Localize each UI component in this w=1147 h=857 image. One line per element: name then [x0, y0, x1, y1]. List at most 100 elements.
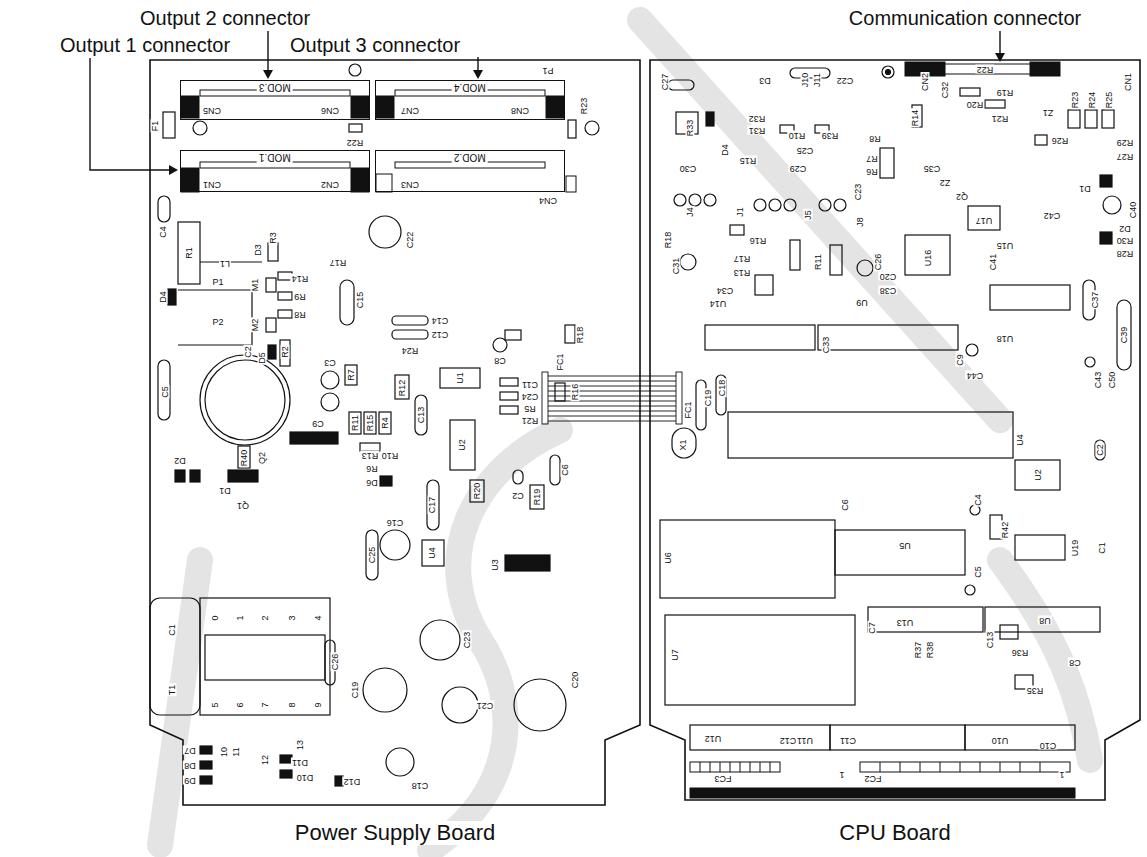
component-designator: C17	[428, 496, 437, 515]
power-component-part	[163, 112, 175, 138]
power-component-part	[392, 316, 428, 325]
mounting-hole-part	[882, 66, 894, 78]
component-designator: C14	[431, 316, 450, 325]
component-designator: CN5	[202, 106, 222, 115]
power-component-part	[200, 598, 330, 715]
component-designator: R15	[366, 414, 375, 433]
component-designator: R36	[1011, 648, 1030, 657]
component-designator: D1	[218, 486, 232, 495]
component-designator: R11	[351, 414, 360, 432]
cpu-component-part	[672, 428, 696, 458]
component-designator: R18	[576, 326, 585, 345]
component-designator: 1	[838, 770, 845, 779]
power-component-part	[278, 310, 292, 318]
watermark-part	[430, 430, 560, 850]
component-designator: U4	[1016, 433, 1025, 447]
board-title: Power Supply Board	[293, 821, 498, 845]
component-designator: C26	[331, 653, 340, 672]
callout-arrow-part	[477, 57, 478, 71]
component-designator: C24	[521, 392, 540, 401]
component-designator: C2	[511, 491, 525, 500]
component-designator: R23	[580, 97, 589, 116]
component-designator: R42	[1001, 521, 1010, 540]
cpu-component-part	[1100, 232, 1112, 244]
power-component-part	[150, 598, 200, 715]
cpu-component-part	[960, 88, 980, 96]
component-designator: D2	[173, 456, 187, 465]
cpu-component-part	[1015, 460, 1060, 490]
component-designator: CN8	[510, 106, 530, 115]
component-designator: FC1	[684, 400, 693, 419]
component-designator: D7	[183, 746, 197, 755]
component-designator: 9	[314, 701, 323, 708]
component-designator: U13	[896, 618, 915, 627]
power-component-part	[568, 120, 576, 138]
power-component-part	[500, 392, 518, 400]
callout-arrow-part	[90, 58, 170, 170]
component-designator: J8	[856, 216, 865, 228]
ribbon-cable	[542, 372, 682, 424]
connector-pin-block-part	[945, 64, 1030, 74]
cpu-component-part	[1015, 535, 1065, 560]
component-designator: C33	[822, 336, 831, 355]
component-designator: 8	[288, 701, 297, 708]
component-designator: R3	[269, 231, 278, 245]
power-component-part	[415, 395, 427, 435]
component-designator: C31	[672, 257, 681, 276]
component-designator: D12	[343, 777, 362, 786]
component-designator: X1	[679, 438, 688, 451]
component-designator: C20	[571, 671, 580, 690]
power-component-part	[205, 360, 285, 440]
mounting-hole-part	[886, 70, 891, 75]
power-component-part	[278, 292, 292, 300]
component-designator: C6	[841, 498, 850, 512]
component-designator: C40	[1129, 201, 1138, 220]
power-component-part	[379, 412, 391, 434]
component-designator: R18	[664, 231, 673, 250]
component-designator: U4	[428, 546, 437, 560]
component-designator: R4	[381, 416, 390, 430]
component-designator: FC3	[713, 774, 732, 783]
component-designator: 5	[211, 701, 220, 708]
component-designator: C16	[386, 518, 405, 527]
component-designator: D2	[1118, 224, 1132, 233]
component-designator: T1	[168, 684, 177, 697]
component-designator: R5	[523, 404, 537, 413]
power-component-part	[340, 280, 354, 325]
cpu-component-part	[790, 240, 800, 270]
component-designator: R7	[347, 368, 356, 382]
component-designator: M1	[251, 278, 260, 293]
component-designator: U12	[704, 734, 723, 743]
cpu-component-part	[668, 80, 694, 90]
cpu-component-part	[674, 194, 686, 206]
power-component-part	[178, 222, 200, 284]
connector-pin-block-part	[1030, 62, 1060, 76]
component-designator: R6	[865, 167, 879, 176]
power-component-part	[268, 345, 276, 359]
callout-label: Output 2 connector	[139, 8, 311, 28]
component-designator: U15	[996, 241, 1015, 250]
component-designator: C25	[796, 146, 815, 155]
component-designator: R31	[748, 126, 767, 135]
callout-label: Output 1 connector	[59, 35, 231, 55]
component-designator: R16	[749, 236, 768, 245]
callout-label: Communication connector	[848, 8, 1082, 28]
component-designator: C8	[1068, 658, 1082, 667]
cpu-component-part	[965, 585, 975, 595]
component-designator: CN6	[320, 106, 340, 115]
component-designator: D9	[183, 776, 197, 785]
component-designator: J10	[801, 72, 810, 89]
power-component	[150, 112, 599, 786]
cpu-component-part	[706, 112, 714, 126]
connector-pin-block-part	[181, 96, 199, 118]
power-component-part	[555, 383, 565, 401]
component-designator: R21	[991, 114, 1010, 123]
power-component-part	[392, 330, 428, 339]
cpu-component-part	[968, 206, 1000, 230]
component-designator: P2	[211, 318, 224, 327]
power-component-part	[349, 412, 361, 434]
component-designator: R1	[185, 246, 194, 260]
power-component-part	[505, 330, 521, 340]
